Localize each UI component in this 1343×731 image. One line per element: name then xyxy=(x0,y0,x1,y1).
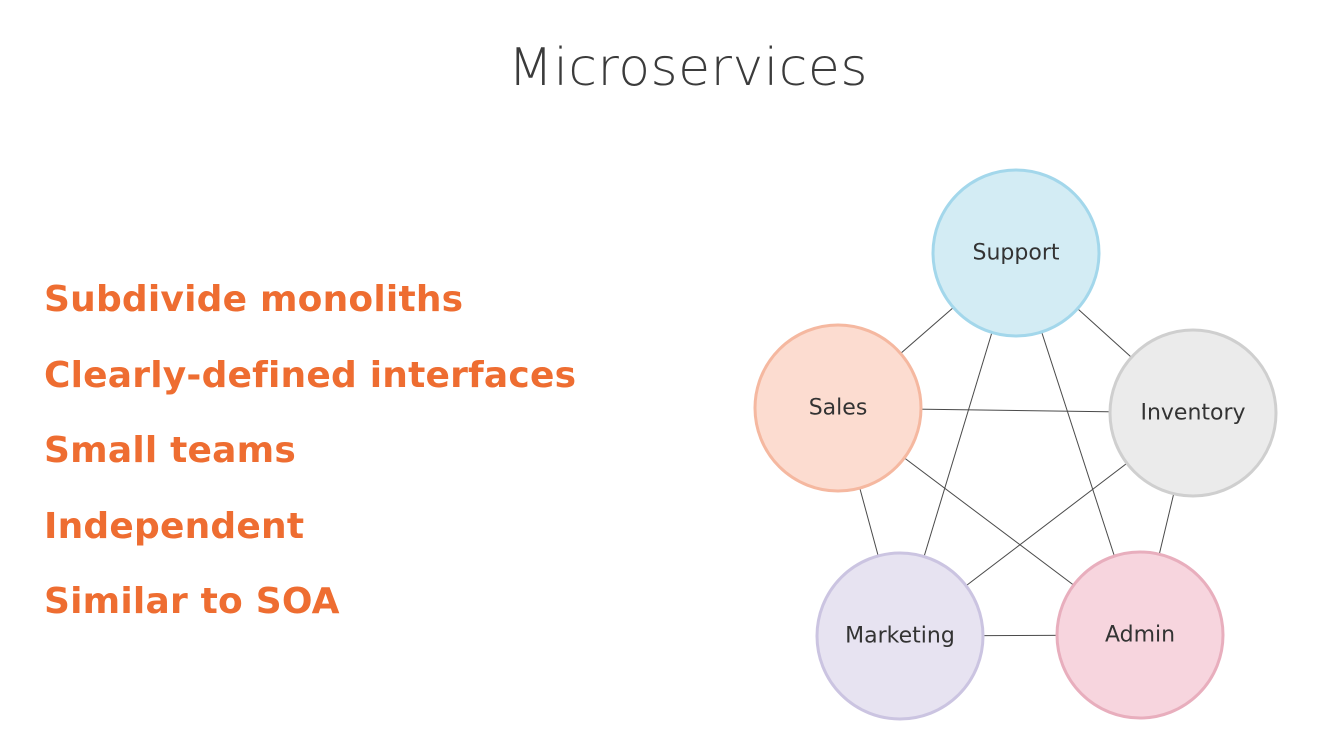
bullet-list: Subdivide monoliths Clearly-defined inte… xyxy=(44,262,576,640)
node-label-sales: Sales xyxy=(809,396,868,421)
node-sales: Sales xyxy=(753,323,923,493)
node-label-inventory: Inventory xyxy=(1140,401,1245,426)
node-admin: Admin xyxy=(1055,550,1225,720)
slide-title: Microservices xyxy=(508,38,868,98)
bullet-item: Similar to SOA xyxy=(44,581,340,622)
bullet-item: Independent xyxy=(44,505,305,547)
node-support: Support xyxy=(931,168,1101,338)
node-inventory: Inventory xyxy=(1108,328,1278,498)
node-label-marketing: Marketing xyxy=(845,624,955,649)
node-marketing: Marketing xyxy=(815,551,985,721)
bullet-item: Clearly-defined interfaces xyxy=(44,354,577,396)
node-label-support: Support xyxy=(973,241,1060,266)
node-circle-support xyxy=(931,168,1101,338)
node-circle-admin xyxy=(1055,550,1225,720)
node-circle-sales xyxy=(753,323,923,493)
bullet-item: Small teams xyxy=(44,430,297,471)
bullet-item: Subdivide monoliths xyxy=(44,279,464,320)
node-label-admin: Admin xyxy=(1105,623,1175,648)
node-circle-inventory xyxy=(1108,328,1278,498)
node-circle-marketing xyxy=(815,551,985,721)
